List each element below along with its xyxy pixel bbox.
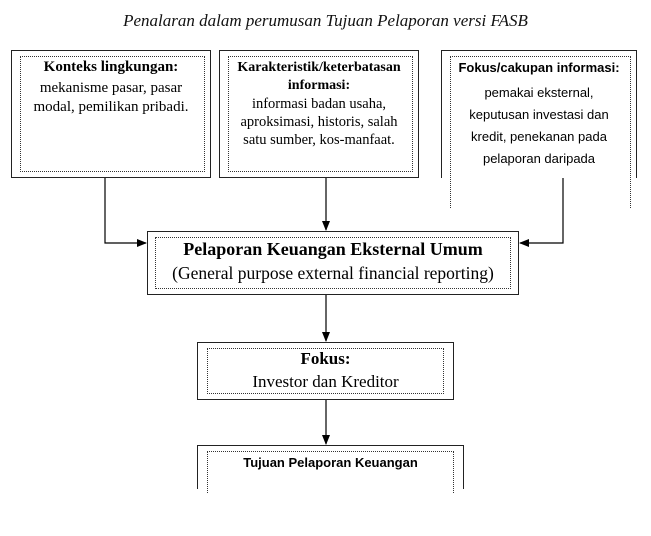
general-reporting-body: (General purpose external financial repo… (172, 263, 494, 283)
arrow-context-to-reporting (104, 178, 147, 247)
context-box-inner-border (20, 56, 205, 172)
focus-scope-body: pemakai eksternal, keputusan investasi d… (469, 85, 609, 166)
focus-scope-box: Fokus/cakupan informasi: pemakai ekstern… (441, 50, 637, 208)
focus-box-inner-border (207, 348, 444, 394)
focus-box: Fokus: Investor dan Kreditor (197, 342, 454, 400)
context-heading: Konteks lingkungan: (43, 59, 179, 75)
context-box: Konteks lingkungan: mekanisme pasar, pas… (11, 50, 211, 178)
characteristics-heading: Karakteristik/keterbatasan informasi: (237, 60, 401, 93)
characteristics-box-inner-border (228, 56, 413, 172)
general-reporting-box-inner-border (155, 237, 511, 289)
objective-box-inner-border (207, 451, 454, 493)
objective-box: Tujuan Pelaporan Keuangan (197, 445, 464, 493)
general-reporting-heading: Pelaporan Keuangan Eksternal Umum (183, 239, 483, 259)
characteristics-body: informasi badan usaha, aproksimasi, hist… (240, 96, 398, 148)
characteristics-box: Karakteristik/keterbatasan informasi: in… (219, 50, 419, 178)
diagram-title: Penalaran dalam perumusan Tujuan Pelapor… (123, 11, 528, 30)
focus-heading: Fokus: (300, 349, 351, 368)
focus-scope-heading: Fokus/cakupan informasi: (458, 60, 620, 75)
focus-scope-box-inner-border (450, 56, 631, 208)
objective-heading: Tujuan Pelaporan Keuangan (243, 455, 418, 470)
arrow-focus-scope-to-reporting (519, 178, 564, 247)
general-reporting-box: Pelaporan Keuangan Eksternal Umum (Gener… (147, 231, 519, 295)
focus-body: Investor dan Kreditor (252, 372, 399, 391)
context-body: mekanisme pasar, pasar modal, pemilikan … (33, 80, 189, 115)
